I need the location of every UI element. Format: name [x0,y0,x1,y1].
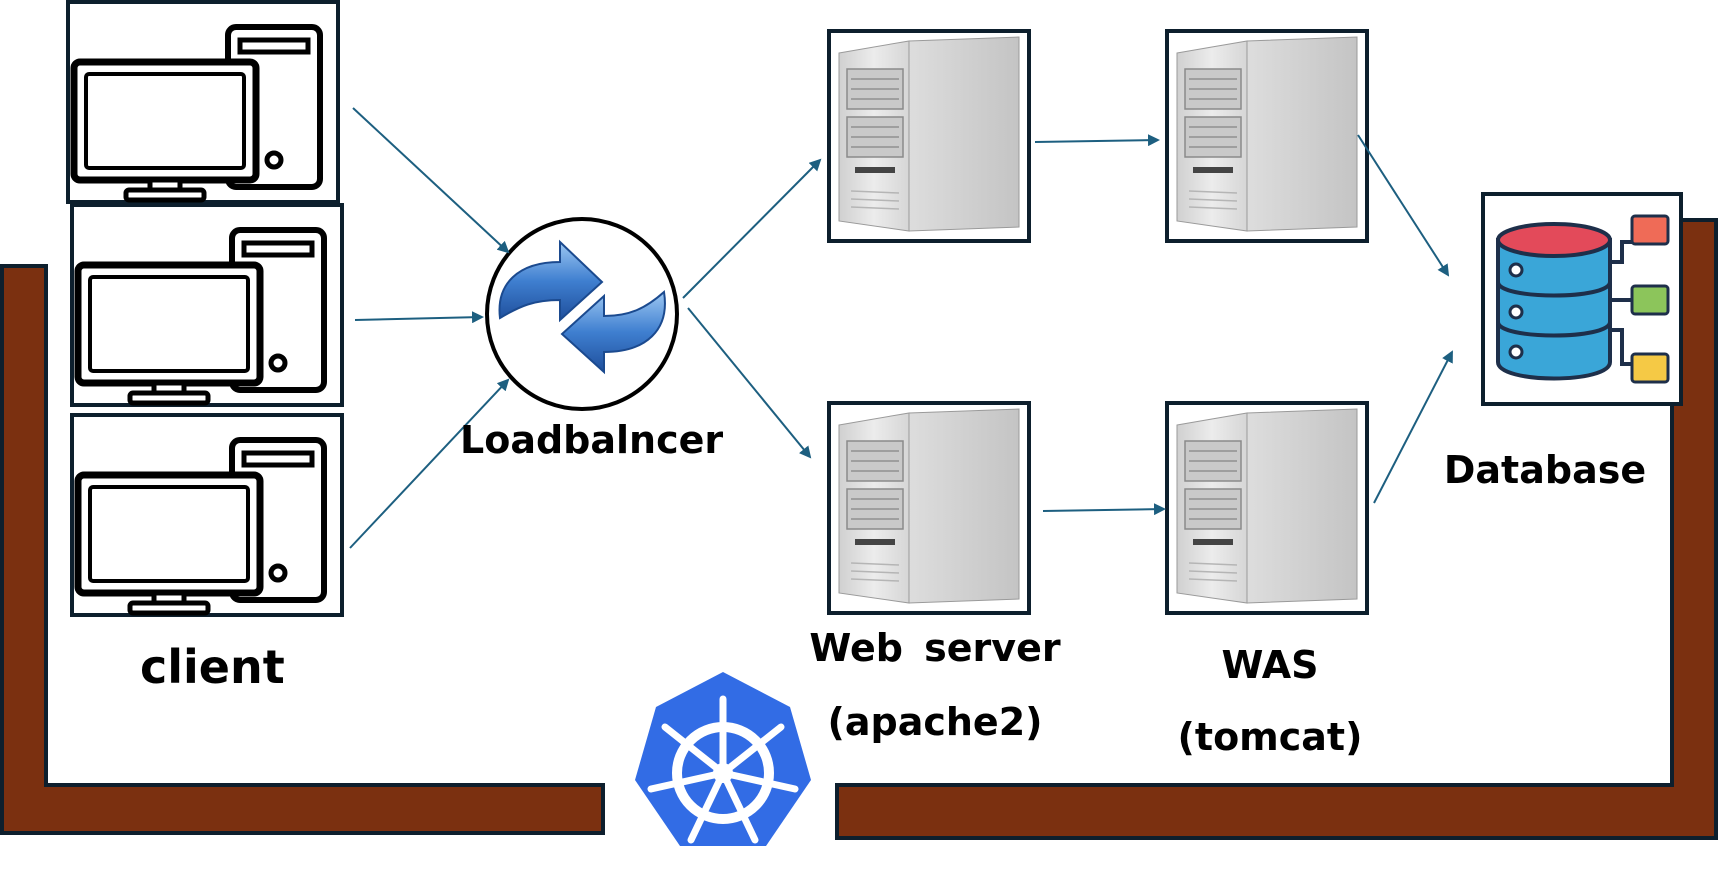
cluster-frame [0,218,1718,840]
arrow-client1-to-lb [352,107,510,254]
server-tower-icon [827,29,1031,243]
client-computer-2 [72,205,342,405]
server-tower-icon [1165,401,1369,615]
flow-arrows [349,107,1453,549]
arrow-web1-to-was1 [1034,134,1160,147]
desktop-computer-icon [72,415,342,615]
refresh-arrows-icon [498,239,666,375]
database-icon [1496,214,1670,384]
desktop-computer-icon [68,2,338,202]
arrow-web2-to-was2 [1042,503,1166,516]
desktop-computer-icon [72,205,342,405]
server-tower-icon [827,401,1031,615]
arrow-client3-to-lb [349,378,510,549]
was-label: WAS [1221,643,1319,687]
web-server-1 [827,29,1031,243]
web-server-sublabel: (apache2) [827,700,1043,744]
web-server-label: Web server [809,626,1061,670]
web-server-2 [827,401,1031,615]
arrow-was2-to-db [1373,350,1453,504]
arrow-lb-to-web1 [682,158,822,299]
kubernetes-helm-icon [635,672,811,846]
database-node [1481,192,1683,406]
cluster-frame-left [0,264,605,835]
client-label: client [140,640,285,694]
was-server-2 [1165,401,1369,615]
was-sublabel: (tomcat) [1177,715,1363,759]
loadbalancer-label: Loadbalncer [460,418,724,462]
arrow-client2-to-lb [354,311,484,324]
database-label: Database [1443,448,1647,492]
client-computer-1 [68,2,338,202]
server-tower-icon [1165,29,1369,243]
cluster-frame-right [835,218,1718,840]
arrow-was1-to-db [1357,134,1450,277]
arrow-lb-to-web2 [687,307,812,459]
was-server-1 [1165,29,1369,243]
client-computer-3 [72,415,342,615]
loadbalancer-node [485,217,679,411]
